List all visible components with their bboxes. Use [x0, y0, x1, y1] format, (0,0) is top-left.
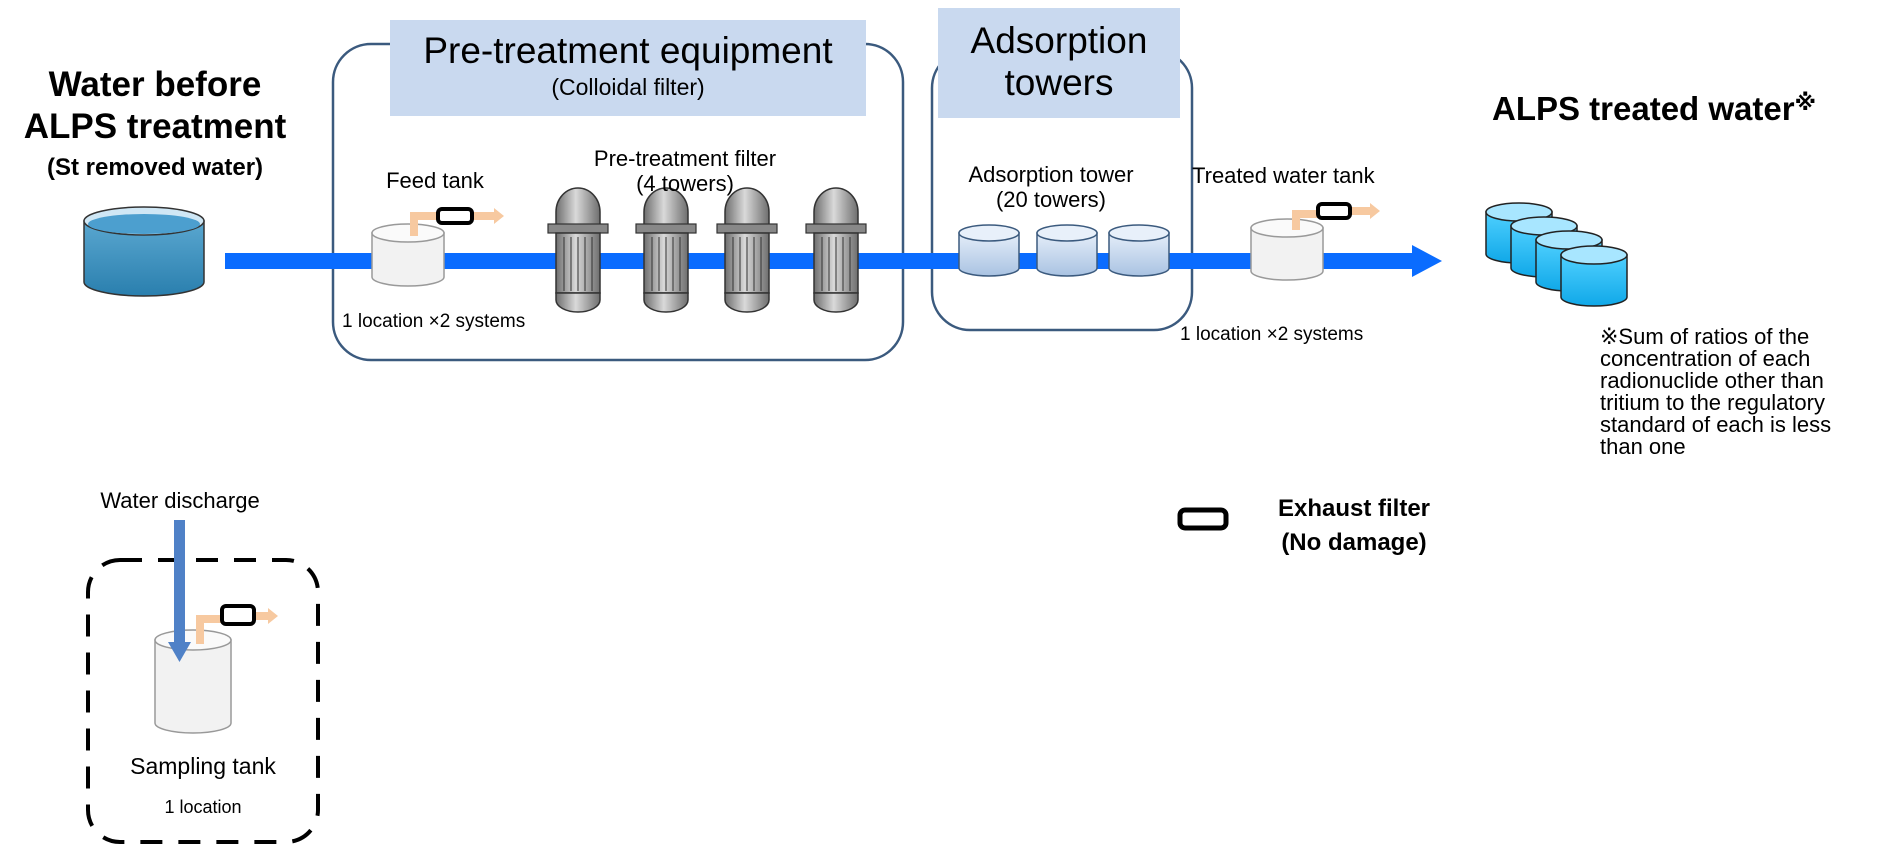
sampling-tank-exhaust [196, 604, 278, 644]
feed-tank-label: Feed tank [386, 168, 484, 193]
exhaust-filter-legend-icon [1177, 507, 1229, 531]
source-tank [83, 206, 205, 297]
exhaust-filter-legend-line1: Exhaust filter [1277, 495, 1431, 522]
pretreatment-filter-1 [547, 187, 609, 313]
source-subtitle: (St removed water) [46, 154, 264, 181]
output-title-text: ALPS treated water [1492, 90, 1795, 127]
output-note-line-1: ※Sum of ratios of the [1600, 324, 1810, 349]
pretreatment-filter-label: Pre-treatment filter (4 towers) [560, 146, 810, 196]
source-title: Water before ALPS treatment [0, 64, 310, 148]
pretreatment-header: Pre-treatment equipment (Colloidal filte… [390, 20, 866, 116]
treated-water-tank [1250, 218, 1324, 281]
treated-tank-exhaust [1292, 202, 1380, 230]
output-note-line-2: concentration of each [1600, 346, 1811, 371]
output-title-mark: ※ [1794, 90, 1816, 115]
feed-tank-exhaust [410, 207, 504, 236]
feed-tank [371, 223, 445, 287]
water-discharge-arrow [168, 520, 191, 662]
sampling-location-note: 1 location [164, 797, 242, 817]
source-title-line1: Water before [48, 65, 262, 104]
pretreatment-filter-label-line2: (4 towers) [636, 171, 734, 196]
output-title: ALPS treated water※ [1492, 90, 1816, 128]
output-note-line-3: radionuclide other than [1600, 368, 1824, 393]
pretreatment-location-note: 1 location ×2 systems [342, 311, 526, 332]
source-title-line2: ALPS treatment [23, 107, 287, 146]
pretreatment-header-subtitle: (Colloidal filter) [551, 74, 705, 100]
sampling-tank-label: Sampling tank [130, 753, 276, 779]
pretreatment-filter-label-line1: Pre-treatment filter [593, 146, 777, 171]
adsorption-tower-label-line1: Adsorption tower [968, 162, 1134, 187]
exhaust-filter-legend-line2: (No damage) [1281, 529, 1427, 556]
treated-water-tank-label: Treated water tank [1192, 163, 1375, 188]
main-flow-arrowhead [1412, 245, 1442, 277]
adsorption-header-line1: Adsorption [970, 20, 1148, 61]
pretreatment-filter-2 [635, 187, 697, 313]
adsorption-header: Adsorption towers [938, 8, 1180, 118]
water-discharge-label: Water discharge [100, 488, 260, 513]
output-note-line-5: standard of each is less [1600, 412, 1832, 437]
adsorption-tower-1 [958, 224, 1020, 277]
pretreatment-header-title: Pre-treatment equipment [423, 30, 833, 71]
output-note-line-6: than one [1600, 434, 1686, 459]
output-note-line-4: tritium to the regulatory [1600, 390, 1825, 415]
sampling-group-box [86, 558, 320, 844]
exhaust-filter-legend: Exhaust filter (No damage) [1244, 492, 1464, 560]
adsorption-tower-label: Adsorption tower (20 towers) [935, 162, 1167, 212]
treated-tank-location-note: 1 location ×2 systems [1180, 324, 1364, 345]
pretreatment-filter-4 [805, 187, 867, 313]
output-note: ※Sum of ratios of the concentration of e… [1600, 326, 1831, 458]
treated-water-storage-tanks [1485, 202, 1628, 307]
adsorption-tower-label-line2: (20 towers) [995, 187, 1107, 212]
pretreatment-filter-3 [716, 187, 778, 313]
adsorption-header-line2: towers [1004, 62, 1114, 103]
sampling-tank [154, 629, 232, 734]
adsorption-tower-2 [1036, 224, 1098, 277]
adsorption-tower-3 [1108, 224, 1170, 277]
